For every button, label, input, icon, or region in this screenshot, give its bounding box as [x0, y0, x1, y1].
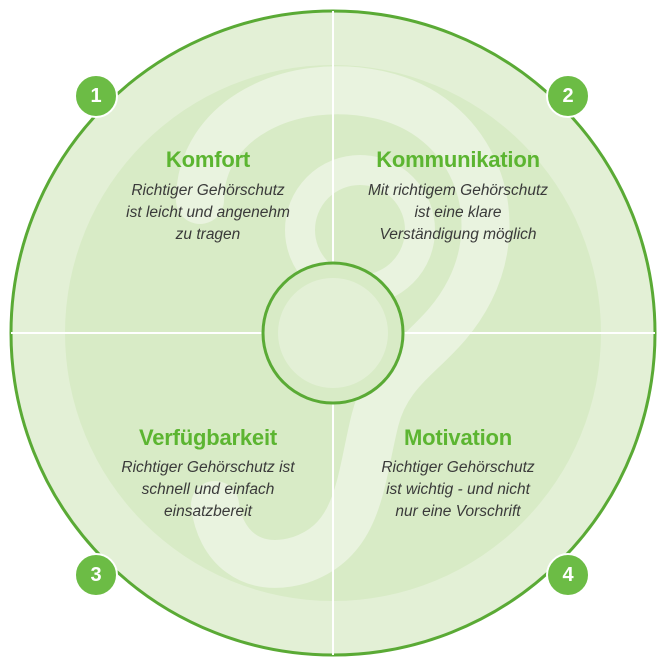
quadrant-1-line-1: Richtiger Gehörschutz	[131, 182, 285, 199]
ear-watermark-icon	[176, 66, 510, 588]
quadrant-2-line-2: ist eine klare	[414, 204, 502, 221]
badge-2: 2	[546, 74, 590, 118]
quadrant-1-title: Komfort	[165, 147, 251, 172]
quadrant-1-line-3: zu tragen	[175, 226, 241, 243]
quadrant-4-line-2: ist wichtig - und nicht	[386, 481, 530, 498]
quadrant-4-text: Richtiger Gehörschutz ist wichtig - und …	[308, 457, 608, 523]
quadrant-3-line-3: einsatzbereit	[164, 503, 252, 520]
quadrant-4-title: Motivation	[404, 425, 512, 450]
quadrant-1-text: Richtiger Gehörschutz ist leicht und ang…	[58, 180, 358, 246]
badge-3: 3	[74, 553, 118, 597]
quadrant-4-line-1: Richtiger Gehörschutz	[381, 459, 535, 476]
badge-1: 1	[74, 74, 118, 118]
quadrant-4-line-3: nur eine Vorschrift	[395, 503, 521, 520]
quadrant-2-title: Kommunikation	[376, 147, 540, 172]
center-inner-circle	[278, 278, 388, 388]
quadrant-3-line-1: Richtiger Gehörschutz ist	[121, 459, 295, 476]
quadrant-3-title: Verfügbarkeit	[138, 425, 277, 450]
quadrant-3-text: Richtiger Gehörschutz ist schnell und ei…	[58, 457, 358, 523]
quadrant-2-line-1: Mit richtigem Gehörschutz	[367, 182, 549, 199]
badge-4: 4	[546, 553, 590, 597]
quadrant-2-line-3: Verständigung möglich	[379, 226, 537, 243]
quadrant-3-line-2: schnell und einfach	[141, 481, 275, 498]
quadrant-1-line-2: ist leicht und angenehm	[126, 204, 290, 221]
quadrant-2-text: Mit richtigem Gehörschutz ist eine klare…	[308, 180, 608, 246]
